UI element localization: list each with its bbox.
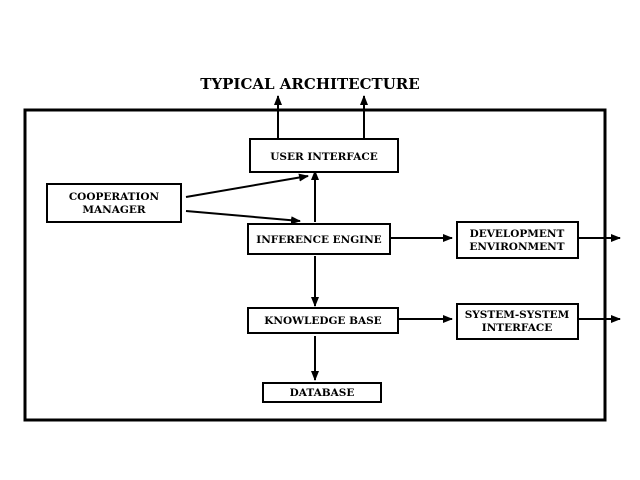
node-system-system-interface: SYSTEM-SYSTEM INTERFACE xyxy=(456,303,579,340)
node-development-environment-label-line1: DEVELOPMENT xyxy=(470,228,565,240)
node-user-interface: USER INTERFACE xyxy=(249,138,399,173)
edge-cooperation-manager-to-user-interface xyxy=(185,173,309,198)
node-database: DATABASE xyxy=(262,382,382,403)
system-boundary-frame xyxy=(23,108,607,422)
node-development-environment-label-line2: ENVIRONMENT xyxy=(469,241,564,253)
node-cooperation-manager: COOPERATION MANAGER xyxy=(46,183,182,223)
node-knowledge-base-label: KNOWLEDGE BASE xyxy=(264,315,381,327)
node-cooperation-manager-label-line2: MANAGER xyxy=(82,204,145,216)
node-knowledge-base: KNOWLEDGE BASE xyxy=(247,307,399,334)
node-development-environment: DEVELOPMENT ENVIRONMENT xyxy=(456,221,579,259)
edge-cooperation-manager-to-inference-engine xyxy=(185,210,301,225)
node-inference-engine: INFERENCE ENGINE xyxy=(247,223,391,255)
node-database-label: DATABASE xyxy=(290,387,355,399)
diagram-title: TYPICAL ARCHITECTURE xyxy=(200,75,419,93)
node-cooperation-manager-label-line1: COOPERATION xyxy=(69,191,160,203)
node-system-system-interface-label-line1: SYSTEM-SYSTEM xyxy=(465,309,570,321)
node-system-system-interface-label-line2: INTERFACE xyxy=(482,322,552,334)
node-inference-engine-label: INFERENCE ENGINE xyxy=(256,234,381,246)
node-user-interface-label: USER INTERFACE xyxy=(270,151,378,163)
